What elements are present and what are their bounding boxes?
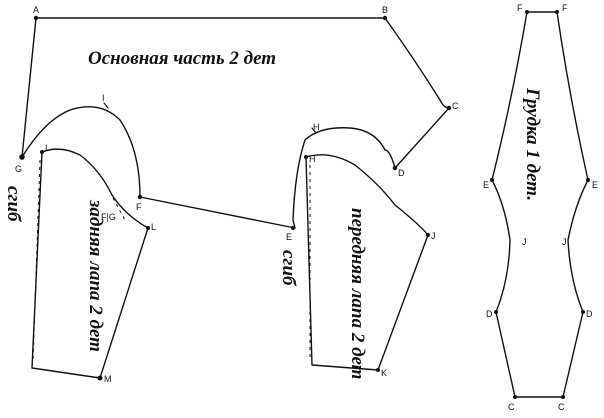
point-h-label: H: [313, 122, 320, 132]
point-e-label: E: [286, 232, 292, 242]
point-i2-label: I: [45, 143, 48, 153]
breast-point-e1-dot: [490, 178, 494, 182]
point-h-tick: [311, 127, 317, 134]
breast-point-d2-dot: [581, 310, 585, 314]
breast-point-f1-label: F: [517, 3, 523, 13]
breast-title: Грудка 1 дет.: [522, 87, 543, 201]
main-part-title: Основная часть 2 дет: [88, 48, 276, 69]
point-a-dot: [33, 15, 39, 21]
point-l-label: L: [151, 222, 156, 232]
breast-point-e2-label: E: [592, 180, 598, 190]
breast-point-d2-label: D: [586, 309, 593, 319]
breast-point-c1-dot: [513, 395, 517, 399]
point-g-label: G: [15, 164, 22, 174]
point-j-dot: [426, 233, 430, 237]
back-leg-piece: I F|G L M задняя лапа 2 дет сгиб: [3, 143, 156, 384]
breast-point-f2-dot: [555, 10, 559, 14]
point-k-label: K: [381, 368, 387, 378]
breast-point-d1-dot: [494, 310, 498, 314]
point-a-label: A: [33, 5, 39, 15]
breast-point-j1-label: J: [522, 237, 527, 247]
breast-point-c2-label: C: [558, 402, 565, 412]
point-d-dot: [392, 165, 398, 171]
back-leg-notch-dashes: [112, 197, 127, 223]
point-fg-label: F|G: [101, 212, 116, 222]
breast-point-f1-dot: [525, 10, 529, 14]
point-i-label: I: [102, 93, 105, 103]
point-b-label: B: [382, 5, 388, 15]
front-leg-fold-label: сгиб: [278, 250, 299, 287]
back-leg-fold-line: [32, 159, 41, 363]
back-leg-fold-label: сгиб: [3, 186, 24, 223]
point-m-label: M: [104, 374, 112, 384]
point-b-dot: [382, 15, 388, 21]
point-i-tick: [103, 102, 109, 109]
front-leg-outline: [305, 154, 429, 371]
point-c-dot: [446, 105, 452, 111]
main-body-piece: A B C D G I F Основная часть 2 дет: [15, 5, 459, 229]
breast-piece: F F E E J J D D C C Грудка 1 дет.: [483, 3, 598, 412]
point-l-dot: [146, 226, 150, 230]
point-f-label: F: [136, 202, 142, 212]
back-leg-title: задняя лапа 2 дет: [85, 199, 106, 352]
breast-point-j2-label: J: [562, 237, 567, 247]
breast-outline: [491, 11, 589, 398]
point-h2-label: H: [309, 154, 316, 164]
breast-point-e1-label: E: [483, 180, 489, 190]
breast-point-e2-dot: [586, 178, 590, 182]
front-leg-piece: H H E J K передняя лапа 2 дет сгиб: [278, 122, 436, 379]
point-j-label: J: [431, 231, 436, 241]
main-body-outline: [21, 17, 450, 229]
back-leg-outline: [31, 148, 149, 379]
point-i2-dot: [40, 150, 44, 154]
point-m-dot: [97, 375, 103, 381]
point-k-dot: [376, 368, 380, 372]
breast-point-c1-label: C: [508, 402, 515, 412]
point-g-dot: [19, 154, 25, 160]
front-leg-title: передняя лапа 2 дет: [347, 208, 368, 379]
point-h2-dot: [304, 155, 308, 159]
breast-point-f2-label: F: [562, 3, 568, 13]
point-f-dot: [137, 194, 143, 200]
point-e-dot: [291, 226, 295, 230]
breast-point-d1-label: D: [486, 309, 493, 319]
point-d-label: D: [398, 168, 405, 178]
point-c-label: C: [452, 101, 459, 111]
breast-point-c2-dot: [561, 395, 565, 399]
